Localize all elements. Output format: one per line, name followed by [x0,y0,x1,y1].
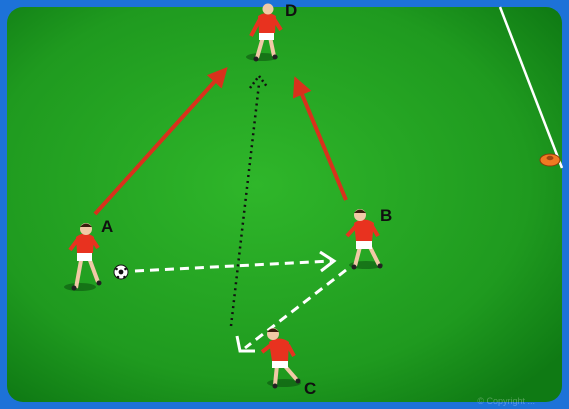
player-a [64,223,102,291]
player-c [260,328,301,389]
pass-arrowhead-b [319,250,337,273]
player-a-label: A [101,217,114,236]
player-b [345,209,383,270]
soccer-ball-icon [113,264,129,280]
pass-arrowhead-c [235,335,255,353]
pass-arrow-b-to-c [244,268,347,350]
sideline [498,6,564,169]
dotted-run-c-to-d [229,83,261,327]
red-run-arrow-a-to-d [93,67,228,216]
cone-icon [539,153,561,167]
player-b-label: B [380,206,393,225]
copyright-text: © Copyright ... [477,396,535,406]
player-d [246,3,283,62]
player-d-label: D [285,1,298,20]
red-run-arrow-b-to-d [292,76,348,201]
pass-arrow-a-to-b [134,259,332,273]
pitch-surface [7,7,562,402]
player-c-label: C [304,379,317,398]
dotted-arrowhead [249,73,269,89]
